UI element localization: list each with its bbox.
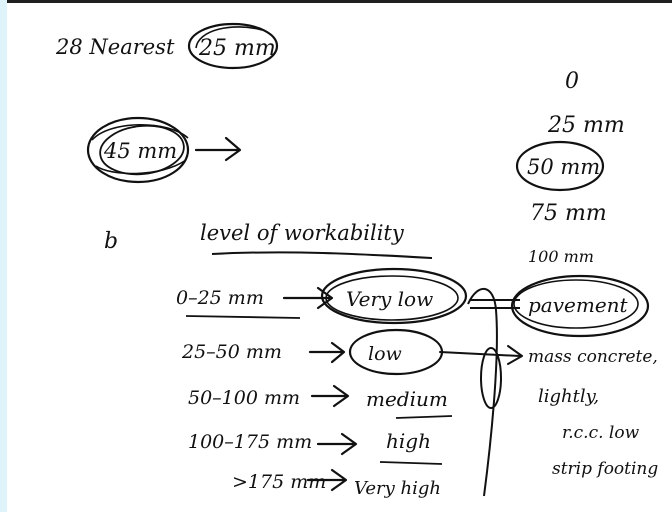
application-mass-concrete: mass concrete, [528, 347, 658, 367]
level-label-2: low [368, 343, 402, 365]
row4-arrow [316, 432, 358, 456]
example-circle-inner [99, 124, 185, 176]
workability-heading: level of workability [200, 221, 405, 245]
range-label-4: 100–175 mm [188, 431, 312, 453]
left-border [0, 0, 7, 512]
row2-arrow [308, 341, 346, 364]
heading-underline [211, 251, 433, 259]
row3-arrow [310, 384, 350, 408]
slump-value-1: 25 mm [547, 113, 625, 138]
row4-underline [379, 461, 443, 465]
slump-selected-circle [515, 140, 605, 192]
level-label-4: high [386, 429, 431, 453]
top-border [0, 0, 672, 3]
slump-value-2: 50 mm [527, 155, 600, 179]
nearest-circle-overstroke [195, 26, 263, 49]
nearest-text: 28 Nearest [55, 35, 175, 59]
example-value: 45 mm [103, 139, 177, 163]
pavement-circle-2 [513, 279, 639, 329]
connector-loop-large [467, 287, 498, 497]
level-label-1: Very low [346, 287, 433, 311]
level-label-3: medium [366, 387, 448, 411]
connector-loop-small [480, 347, 502, 409]
nearest-value: 25 mm [198, 36, 276, 61]
application-reinforced: r.c.c. low [562, 423, 640, 443]
row1-underline [185, 315, 301, 319]
range-label-1: 0–25 mm [176, 287, 264, 309]
pavement-circle [510, 274, 650, 338]
level-label-5: Very high [354, 478, 441, 499]
example-arrow [194, 136, 242, 162]
row1-level-circle [320, 267, 468, 325]
slump-value-0: 0 [565, 69, 579, 94]
example-circle-scribble [91, 123, 189, 175]
range-label-5: >175 mm [232, 471, 326, 493]
row3-underline [395, 415, 453, 419]
row1-level-circle-2 [325, 275, 459, 321]
slump-value-4: 100 mm [528, 247, 594, 266]
example-circle-outer [86, 116, 190, 184]
row5-arrow [306, 468, 348, 492]
application-pavement: pavement [528, 293, 629, 317]
range-label-2: 25–50 mm [181, 341, 282, 363]
nearest-value-circle [187, 22, 279, 70]
application-lightly: lightly, [538, 386, 599, 407]
row2-to-mass-arrow [439, 345, 523, 365]
part-label: b [104, 229, 118, 254]
slump-value-3: 75 mm [530, 201, 607, 226]
application-strip-footing: strip footing [552, 459, 658, 479]
range-label-3: 50–100 mm [188, 387, 300, 409]
